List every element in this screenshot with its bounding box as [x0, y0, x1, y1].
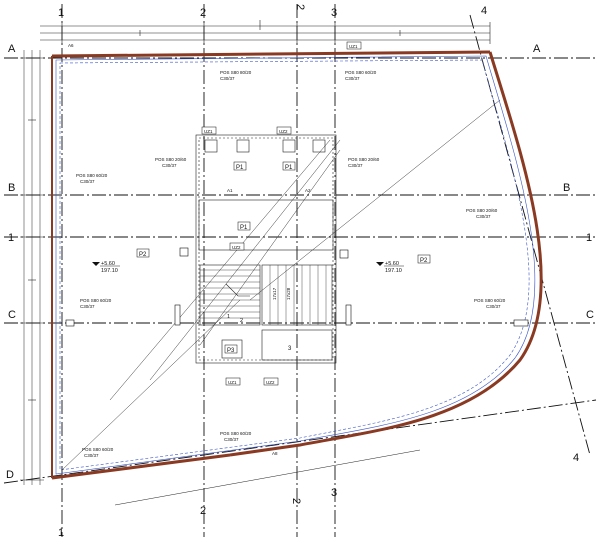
- tag-uz2-bottom: UZ2: [266, 380, 275, 385]
- tag-uz1-bottom: UZ1: [228, 380, 237, 385]
- svg-text:C30/37: C30/37: [84, 453, 99, 458]
- grid-label-a-left: A: [8, 43, 16, 55]
- svg-text:POS S80 20/60: POS S80 20/60: [466, 208, 498, 213]
- svg-text:POS S80 80/20: POS S80 80/20: [220, 70, 252, 75]
- core: [195, 134, 337, 364]
- grid-labels: 1 1 2 2 2 2 3 3 4 4 A A B B 1 1 C C D: [6, 4, 594, 539]
- grid-axis-d: [3, 399, 597, 484]
- svg-text:POS S80 60/20: POS S80 60/20: [76, 173, 108, 178]
- svg-text:C30/37: C30/37: [486, 304, 501, 309]
- slab-labels: P1 P1 P1 P2 P2 P3 3: [136, 161, 431, 354]
- stair-annotations: 1 2 17x17 17x28: [227, 287, 291, 324]
- svg-text:C30/37: C30/37: [476, 214, 491, 219]
- beam-label: POS S80 60/20 C30/37: [82, 447, 114, 458]
- slab-outline: [51, 50, 543, 480]
- grid-label-2-top: 2: [200, 7, 206, 19]
- stair-flight-b: 17x28: [286, 287, 291, 300]
- grid-label-c-left: C: [8, 309, 16, 321]
- beam-label: POS S80 60/20 C30/37: [80, 298, 112, 309]
- tag-uz2-mid: UZ2: [232, 245, 241, 250]
- svg-text:+5.60: +5.60: [385, 261, 399, 267]
- stair-label-1: 1: [227, 314, 230, 320]
- tags: UZ1 UZ1 UZ2 UZ2 UZ1 UZ2 A6 A8 A1 A2: [68, 41, 362, 456]
- slab-label-p3: P3: [227, 348, 235, 354]
- beam-label: POS S80 20/60 C30/37: [155, 157, 187, 168]
- beam-label: POS S80 80/20 C30/37: [220, 70, 252, 81]
- svg-text:POS S80 60/20: POS S80 60/20: [80, 298, 112, 303]
- svg-text:C30/37: C30/37: [220, 76, 235, 81]
- grid-label-b-right: B: [563, 182, 570, 194]
- beam-label: POS S80 60/20 C30/37: [76, 173, 108, 184]
- grid-label-b-left: B: [8, 182, 15, 194]
- dimension-lines: [20, 20, 491, 506]
- svg-text:197.10: 197.10: [385, 268, 402, 274]
- grid-label-1-bottom: 1: [58, 527, 64, 539]
- tag-a6: A6: [68, 43, 74, 48]
- beam-label: POS S80 60/20 C30/37: [474, 298, 506, 309]
- wall-curved: [229, 51, 543, 457]
- grid-label-a-right: A: [533, 43, 541, 55]
- svg-text:C30/37: C30/37: [348, 163, 363, 168]
- grid-label-c-right: C: [586, 309, 594, 321]
- wall-bottom: [51, 453, 231, 480]
- grid-label-3-bottom: 3: [331, 487, 337, 499]
- stair-flight-a: 17x17: [272, 287, 277, 300]
- beam-label: POS S80 60/20 C30/37: [345, 70, 377, 81]
- slab-label-p2-right: P2: [420, 258, 428, 264]
- tag-uz1-top: UZ1: [349, 44, 358, 49]
- tag-a1: A1: [227, 188, 233, 193]
- tag-a8: A8: [272, 451, 278, 456]
- level-marker-right: +5.60 197.10: [376, 261, 404, 274]
- beam-label: POS S80 20/60 C30/37: [466, 208, 498, 219]
- svg-text:POS S80 60/20: POS S80 60/20: [345, 70, 377, 75]
- stair-number: 3: [288, 346, 292, 352]
- svg-text:C30/37: C30/37: [80, 179, 95, 184]
- columns: [65, 247, 529, 327]
- slab-label-p1-b: P1: [285, 165, 293, 171]
- grid-label-4-top: 4: [481, 5, 487, 17]
- grid-label-2-center-bottom: 2: [290, 498, 302, 504]
- grid-label-1h-right: 1: [586, 232, 592, 244]
- svg-text:+5.60: +5.60: [101, 261, 115, 267]
- beam-labels: POS S80 80/20 C30/37 POS S80 20/60 C30/3…: [76, 70, 506, 458]
- slab-label-p1-a: P1: [236, 165, 244, 171]
- tag-uz2-core: UZ2: [279, 129, 288, 134]
- svg-text:197.10: 197.10: [101, 268, 118, 274]
- grid-label-d-left: D: [6, 469, 14, 481]
- svg-text:C30/37: C30/37: [80, 304, 95, 309]
- svg-text:POS S80 60/20: POS S80 60/20: [474, 298, 506, 303]
- stair-label-2: 2: [240, 318, 243, 324]
- beam-label: POS S80 60/20 C30/37: [220, 431, 252, 442]
- grid-label-4-bottom: 4: [573, 452, 579, 464]
- svg-text:POS S80 60/20: POS S80 60/20: [82, 447, 114, 452]
- svg-text:C30/37: C30/37: [162, 163, 177, 168]
- svg-text:C30/37: C30/37: [224, 437, 239, 442]
- grid-label-2-center-top: 2: [294, 4, 306, 10]
- grid-label-3-top: 3: [331, 7, 337, 19]
- level-marker-left: +5.60 197.10: [92, 261, 120, 274]
- grid-label-2-bottom: 2: [200, 505, 206, 517]
- slab-label-p1-c: P1: [240, 225, 248, 231]
- beam-label: POS S80 20/60 C30/37: [348, 157, 380, 168]
- svg-text:C30/37: C30/37: [345, 76, 360, 81]
- svg-text:POS S80 60/20: POS S80 60/20: [220, 431, 252, 436]
- slab-label-p2-left: P2: [139, 252, 147, 258]
- svg-text:POS S80 20/60: POS S80 20/60: [155, 157, 187, 162]
- tag-a2: A2: [305, 188, 311, 193]
- tag-uz1-core: UZ1: [204, 129, 213, 134]
- grid-label-1-top: 1: [58, 7, 64, 19]
- grid-label-1h-left: 1: [8, 232, 14, 244]
- wall-top: [51, 50, 491, 58]
- svg-text:POS S80 20/60: POS S80 20/60: [348, 157, 380, 162]
- level-markers: +5.60 197.10 +5.60 197.10: [92, 261, 404, 274]
